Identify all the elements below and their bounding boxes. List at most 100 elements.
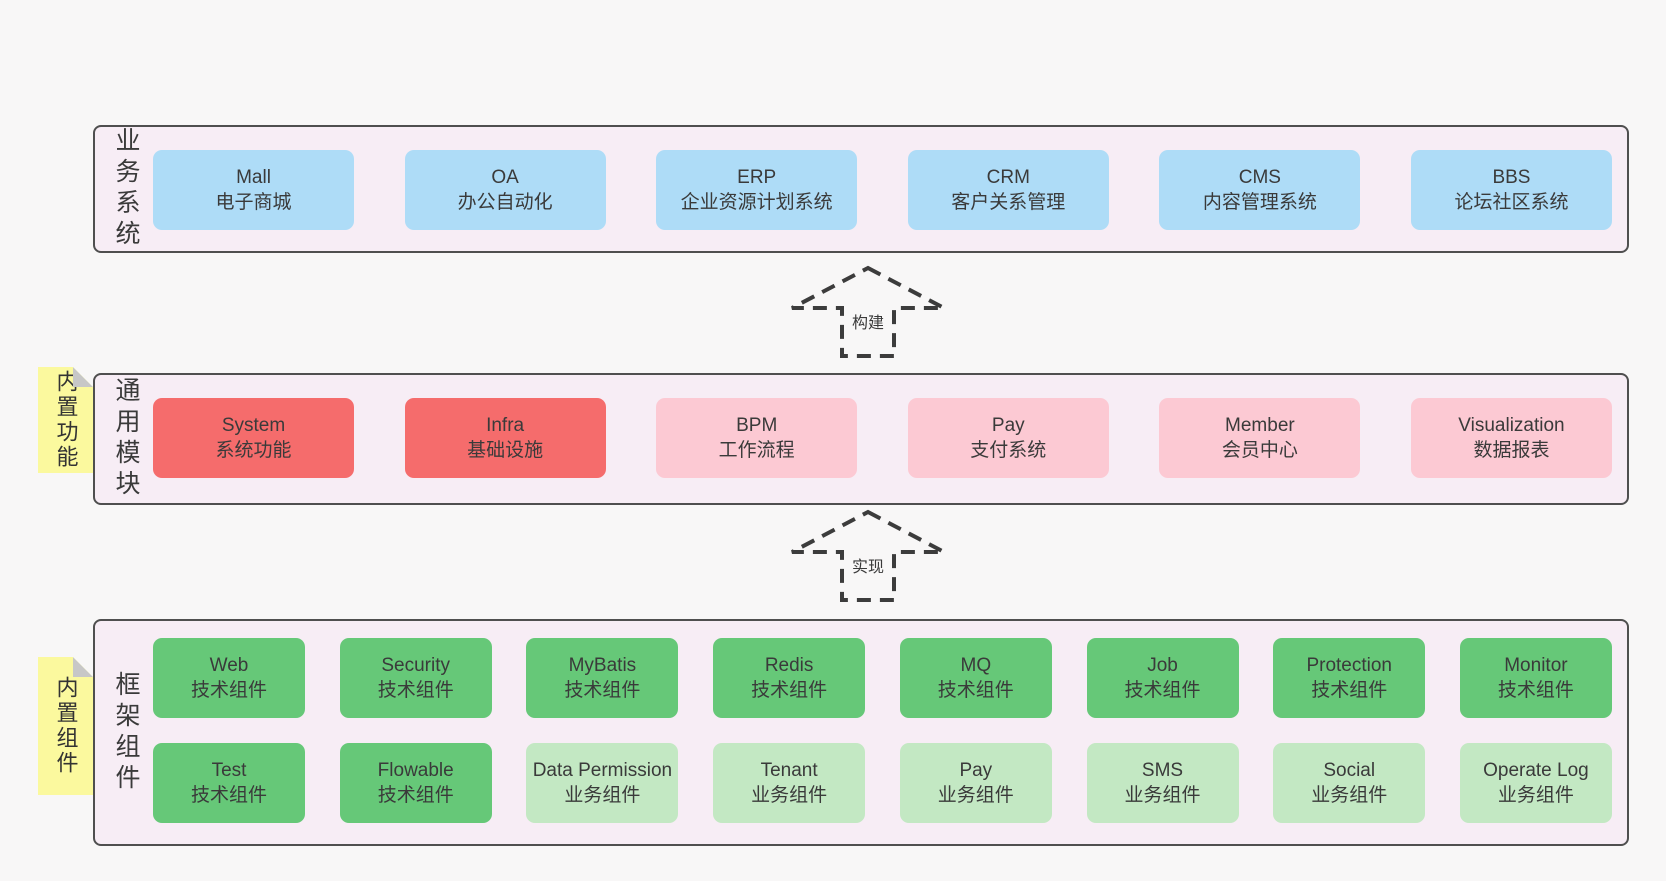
box-desc: 技术组件 xyxy=(190,680,267,701)
box-desc: 数据报表 xyxy=(1473,440,1550,461)
component-box-erp: ERP 企业资源计划系统 xyxy=(656,150,858,230)
box-desc: 技术组件 xyxy=(564,680,641,701)
sticky-note-label: 内置组件 xyxy=(53,676,79,776)
component-box-system: System 系统功能 xyxy=(153,398,354,478)
box-name: Monitor xyxy=(1504,654,1568,676)
component-box-mybatis: MyBatis 技术组件 xyxy=(526,638,679,718)
band-label: 框架组件 xyxy=(112,670,140,795)
up-arrow-implement: 实现 xyxy=(788,508,948,604)
box-name: System xyxy=(221,414,286,436)
box-name: BBS xyxy=(1492,166,1531,188)
sticky-note-built-in-functions: 内置功能 xyxy=(38,367,93,473)
box-desc: 技术组件 xyxy=(377,680,454,701)
component-box-member: Member 会员中心 xyxy=(1159,398,1361,478)
component-box-tenant: Tenant 业务组件 xyxy=(713,743,866,823)
component-box-mall: Mall 电子商城 xyxy=(153,150,354,230)
box-name: OA xyxy=(491,166,519,188)
box-desc: 企业资源计划系统 xyxy=(680,192,833,213)
component-box-monitor: Monitor 技术组件 xyxy=(1459,638,1612,718)
arrow-label: 构建 xyxy=(848,309,888,333)
box-desc: 技术组件 xyxy=(1124,680,1201,701)
box-name: Security xyxy=(381,654,451,676)
box-desc: 技术组件 xyxy=(937,680,1014,701)
box-name: Member xyxy=(1225,414,1295,436)
component-box-pay: Pay 业务组件 xyxy=(899,743,1052,823)
component-box-pay: Pay 支付系统 xyxy=(907,398,1109,478)
box-name: BPM xyxy=(736,414,778,436)
box-desc: 客户关系管理 xyxy=(951,192,1066,213)
box-name: CMS xyxy=(1238,166,1281,188)
box-name: Social xyxy=(1323,759,1376,781)
box-name: Data Permission xyxy=(532,759,673,781)
folded-corner-icon xyxy=(73,657,93,677)
box-desc: 技术组件 xyxy=(751,680,828,701)
component-box-visualization: Visualization 数据报表 xyxy=(1410,398,1612,478)
up-arrow-build: 构建 xyxy=(788,264,948,360)
component-box-security: Security 技术组件 xyxy=(339,638,492,718)
box-name: Infra xyxy=(486,414,525,436)
box-desc: 支付系统 xyxy=(970,440,1047,461)
box-desc: 工作流程 xyxy=(718,440,795,461)
arrow-label: 实现 xyxy=(848,553,888,577)
box-name: Mall xyxy=(236,166,271,188)
box-name: Flowable xyxy=(377,759,454,781)
box-desc: 业务组件 xyxy=(1124,785,1201,806)
box-name: Test xyxy=(211,759,247,781)
dashed-up-arrow-icon xyxy=(791,265,945,358)
business-systems-boxes: Mall 电子商城 OA 办公自动化 ERP 企业资源计划系统 CRM 客户关系管理 CMS 内容… xyxy=(153,150,1612,230)
box-name: Tenant xyxy=(760,759,818,781)
component-box-sms: SMS 业务组件 xyxy=(1086,743,1239,823)
box-desc: 业务组件 xyxy=(751,785,828,806)
band-label: 通用模块 xyxy=(112,377,140,501)
box-desc: 业务组件 xyxy=(937,785,1014,806)
component-box-bbs: BBS 论坛社区系统 xyxy=(1410,150,1612,230)
box-name: SMS xyxy=(1141,759,1184,781)
box-desc: 业务组件 xyxy=(1497,785,1574,806)
box-name: MyBatis xyxy=(568,654,637,676)
band-label: 业务系统 xyxy=(112,127,140,251)
box-name: Redis xyxy=(764,654,814,676)
component-box-crm: CRM 客户关系管理 xyxy=(907,150,1109,230)
box-name: Pay xyxy=(959,759,993,781)
box-desc: 技术组件 xyxy=(190,785,267,806)
box-name: Visualization xyxy=(1458,414,1565,436)
component-box-social: Social 业务组件 xyxy=(1273,743,1426,823)
component-box-oa: OA 办公自动化 xyxy=(404,150,606,230)
box-name: Operate Log xyxy=(1483,759,1589,781)
component-box-test: Test 技术组件 xyxy=(153,743,305,823)
box-desc: 系统功能 xyxy=(215,440,292,461)
dashed-up-arrow-icon xyxy=(791,509,945,602)
sticky-note-built-in-components: 内置组件 xyxy=(38,657,93,795)
folded-corner-icon xyxy=(73,367,93,387)
box-name: ERP xyxy=(737,166,777,188)
component-box-protection: Protection 技术组件 xyxy=(1273,638,1426,718)
box-name: Pay xyxy=(991,414,1025,436)
component-box-web: Web 技术组件 xyxy=(153,638,305,718)
box-desc: 内容管理系统 xyxy=(1202,192,1317,213)
box-name: Web xyxy=(209,654,249,676)
box-desc: 技术组件 xyxy=(1311,680,1388,701)
component-box-operate-log: Operate Log 业务组件 xyxy=(1459,743,1612,823)
box-desc: 业务组件 xyxy=(564,785,641,806)
box-name: Protection xyxy=(1306,654,1392,676)
band-business-systems: 业务系统 Mall 电子商城 OA 办公自动化 ERP 企业资源计划系统 CRM 客户关系管理… xyxy=(93,125,1629,253)
box-name: MQ xyxy=(960,654,992,676)
box-name: CRM xyxy=(986,166,1030,188)
box-desc: 业务组件 xyxy=(1311,785,1388,806)
box-desc: 办公自动化 xyxy=(457,192,553,213)
box-desc: 论坛社区系统 xyxy=(1454,192,1569,213)
box-desc: 电子商城 xyxy=(215,192,292,213)
box-desc: 技术组件 xyxy=(1497,680,1574,701)
component-box-data-permission: Data Permission 业务组件 xyxy=(526,743,679,823)
component-box-bpm: BPM 工作流程 xyxy=(656,398,858,478)
box-desc: 会员中心 xyxy=(1221,440,1298,461)
component-box-redis: Redis 技术组件 xyxy=(713,638,866,718)
